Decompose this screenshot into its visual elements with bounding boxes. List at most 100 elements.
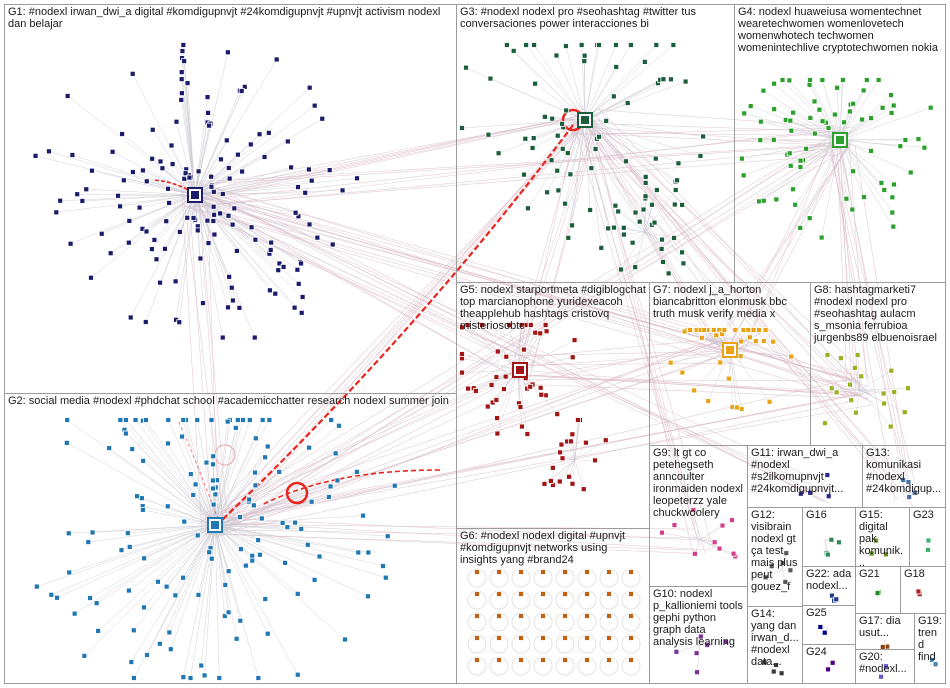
node xyxy=(565,234,572,241)
node xyxy=(837,355,844,362)
group-label-g2: G2: social media #nodexl #phdchat school… xyxy=(8,395,449,407)
group-panel-g13[interactable]: G13: komunikasi #nodexl #24komdigup... xyxy=(862,445,946,508)
node xyxy=(839,77,846,83)
node xyxy=(932,661,939,668)
edge xyxy=(859,370,892,391)
edge xyxy=(183,44,196,196)
group-panel-g6[interactable]: G6: #nodexl nodexl digital #upnvjt #komd… xyxy=(456,528,650,684)
node xyxy=(540,635,546,641)
node xyxy=(819,77,826,83)
bridge-edge xyxy=(204,107,598,520)
node xyxy=(327,483,334,490)
node xyxy=(563,107,570,114)
node xyxy=(797,164,804,170)
node xyxy=(187,675,194,681)
edge xyxy=(552,459,576,486)
group-panel-g20[interactable]: G20: #nodexl... xyxy=(855,649,915,684)
node xyxy=(172,278,179,285)
node xyxy=(141,604,147,611)
edge xyxy=(194,194,276,294)
self-loop xyxy=(555,612,575,632)
group-panel-g10[interactable]: G10: nodexl p_kallioniemi tools gephi py… xyxy=(649,586,748,684)
group-panel-g5[interactable]: G5: nodexl starportmeta #digiblogchat to… xyxy=(456,282,650,529)
node xyxy=(180,42,187,48)
node xyxy=(704,642,711,648)
node xyxy=(596,42,602,48)
node xyxy=(905,385,911,392)
group-panel-g4[interactable]: G4: nodexl huaweiusa womentechnet wearet… xyxy=(734,4,946,283)
group-panel-g3[interactable]: G3: #nodexl nodexl pro #seohashtag #twit… xyxy=(456,4,735,283)
group-panel-g2[interactable]: G2: social media #nodexl #phdchat school… xyxy=(4,393,457,684)
node xyxy=(319,115,326,122)
group-panel-g23[interactable]: G23 xyxy=(909,507,946,567)
group-panel-g25[interactable]: G25 xyxy=(802,605,856,645)
group-panel-g19[interactable]: G19: trend find xyxy=(914,613,946,684)
edge xyxy=(613,227,646,233)
node xyxy=(459,351,465,357)
node xyxy=(87,595,93,601)
node xyxy=(760,338,767,344)
node xyxy=(575,417,581,423)
node xyxy=(811,98,818,105)
node xyxy=(74,191,81,198)
edge xyxy=(86,189,196,196)
edge xyxy=(194,169,330,196)
node xyxy=(169,161,176,168)
edge xyxy=(729,349,770,402)
node xyxy=(182,170,189,177)
group-panel-g18[interactable]: G18 xyxy=(900,566,946,614)
node xyxy=(282,559,288,566)
node xyxy=(779,560,786,566)
node xyxy=(465,385,471,392)
node xyxy=(204,94,211,100)
node xyxy=(740,172,747,179)
node xyxy=(259,417,266,423)
bridge-edge xyxy=(189,200,212,512)
group-panel-g15[interactable]: G15: digital pak komunik... xyxy=(855,507,910,569)
group-panel-g24[interactable]: G24 xyxy=(802,644,856,684)
node xyxy=(178,69,185,76)
self-loop xyxy=(599,568,619,588)
group-label-g25: G25 xyxy=(806,607,827,619)
node xyxy=(168,142,175,149)
group-panel-g12[interactable]: G12: visibrain nodexl gt ça test mais pl… xyxy=(747,507,803,607)
edge xyxy=(214,524,268,634)
node xyxy=(180,417,187,423)
edge xyxy=(82,194,196,202)
group-panel-g22[interactable]: G22: ada nodexl... xyxy=(802,566,856,606)
self-loop xyxy=(533,612,553,632)
node xyxy=(863,77,870,83)
self-loop xyxy=(511,568,531,588)
bridge-edge xyxy=(524,338,721,358)
group-panel-g14[interactable]: G14: yang dan irwan_d... #nodexl data... xyxy=(747,606,803,684)
bridge-edge xyxy=(222,375,520,533)
bridge-edge xyxy=(192,209,514,357)
edge xyxy=(584,44,674,121)
group-panel-g1[interactable]: G1: #nodexl irwan_dwi_a digital #komdigu… xyxy=(4,4,457,394)
edge xyxy=(571,119,586,226)
node xyxy=(690,507,697,513)
group-panel-g21[interactable]: G21 xyxy=(855,566,901,614)
node xyxy=(831,111,838,118)
node xyxy=(554,132,561,139)
group-panel-g8[interactable]: G8: hashtagmarketi7 #nodexl nodexl pro #… xyxy=(810,282,946,446)
group-panel-g17[interactable]: G17: dia usut... xyxy=(855,613,915,650)
node xyxy=(719,522,726,529)
node xyxy=(261,154,268,160)
group-label-g1: G1: #nodexl irwan_dwi_a digital #komdigu… xyxy=(8,6,444,30)
group-panel-g11[interactable]: G11: irwan_dwi_a #nodexl #s2ilkomupnvjt … xyxy=(747,445,863,508)
group-panel-g7[interactable]: G7: nodexl j_a_horton biancabritton elon… xyxy=(649,282,811,446)
node xyxy=(204,217,211,224)
node xyxy=(292,519,298,526)
node xyxy=(230,297,236,304)
group-label-g24: G24 xyxy=(806,646,827,658)
node xyxy=(771,80,777,87)
group-panel-g9[interactable]: G9: lt gt co petehegseth anncoulter iron… xyxy=(649,445,748,587)
node xyxy=(818,234,825,241)
edge xyxy=(128,194,196,243)
hub-node-core xyxy=(516,366,524,374)
hub-node-core xyxy=(836,136,844,144)
node xyxy=(119,131,125,137)
group-panel-g16[interactable]: G16 xyxy=(802,507,856,567)
bridge-edge xyxy=(575,127,853,384)
